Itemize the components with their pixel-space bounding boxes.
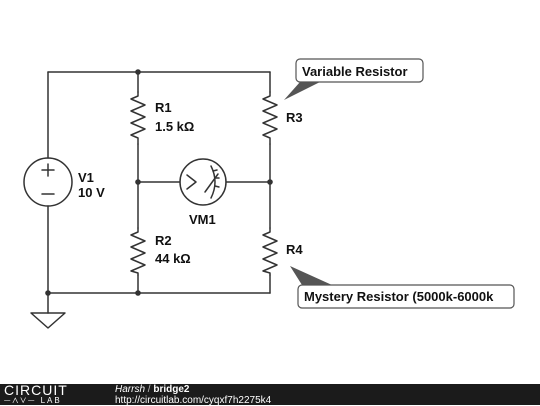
resistor-r3[interactable] bbox=[262, 91, 278, 145]
voltage-source-v1[interactable] bbox=[23, 157, 73, 207]
r2-name-label: R2 bbox=[155, 233, 172, 248]
callout-bottom-text: Mystery Resistor (5000k-6000k bbox=[304, 289, 494, 304]
resistor-r1[interactable] bbox=[130, 91, 146, 145]
circuit-schematic: V1 10 V R1 1.5 kΩ R2 44 kΩ R3 R4 VM1 Var… bbox=[23, 58, 515, 329]
junction-dot bbox=[267, 179, 273, 185]
logo-top-text: CIRCUIT bbox=[4, 382, 68, 398]
r4-name-label: R4 bbox=[286, 242, 303, 257]
ground-icon bbox=[30, 312, 66, 329]
logo-resistor-icon: ⏤⋀⋁⏤ bbox=[4, 396, 41, 405]
logo-lab-text: LAB bbox=[40, 396, 62, 405]
junction-dot bbox=[45, 290, 51, 296]
logo-bottom-text: ⏤⋀⋁⏤ LAB bbox=[4, 396, 62, 405]
voltmeter-tick-3 bbox=[214, 185, 220, 188]
v1-value-label: 10 V bbox=[78, 185, 105, 200]
circuitlab-logo[interactable]: CIRCUIT ⏤⋀⋁⏤ LAB bbox=[4, 382, 104, 405]
circuit-url[interactable]: http://circuitlab.com/cyqxf7h2275k4 bbox=[115, 395, 272, 406]
author-link[interactable]: Harrsh bbox=[115, 384, 146, 395]
footer-bar: CIRCUIT ⏤⋀⋁⏤ LAB Harrsh / bridge2 http:/… bbox=[0, 382, 540, 406]
callout-mystery-resistor: Mystery Resistor (5000k-6000k bbox=[290, 266, 515, 309]
junction-dot bbox=[135, 179, 141, 185]
callout-variable-resistor: Variable Resistor bbox=[284, 58, 424, 100]
voltmeter-arrow-icon bbox=[186, 174, 197, 190]
project-name[interactable]: bridge2 bbox=[153, 384, 190, 395]
junction-dot bbox=[135, 290, 141, 296]
junction-dot bbox=[135, 69, 141, 75]
resistor-r4[interactable] bbox=[262, 227, 278, 276]
meta-separator: / bbox=[147, 384, 151, 395]
resistor-r2[interactable] bbox=[130, 227, 146, 276]
voltmeter-scale-icon bbox=[210, 165, 216, 199]
r1-value-label: 1.5 kΩ bbox=[155, 119, 194, 134]
voltmeter-needle-icon bbox=[204, 173, 219, 193]
r1-name-label: R1 bbox=[155, 100, 172, 115]
callout-top-text: Variable Resistor bbox=[302, 64, 408, 79]
circuit-meta: Harrsh / bridge2 http://circuitlab.com/c… bbox=[115, 385, 271, 406]
r3-name-label: R3 bbox=[286, 110, 303, 125]
voltmeter-tick-1 bbox=[212, 169, 218, 172]
voltmeter-vm1[interactable] bbox=[179, 158, 227, 206]
vm1-name-label: VM1 bbox=[189, 212, 216, 227]
r2-value-label: 44 kΩ bbox=[155, 251, 191, 266]
v1-name-label: V1 bbox=[78, 170, 94, 185]
